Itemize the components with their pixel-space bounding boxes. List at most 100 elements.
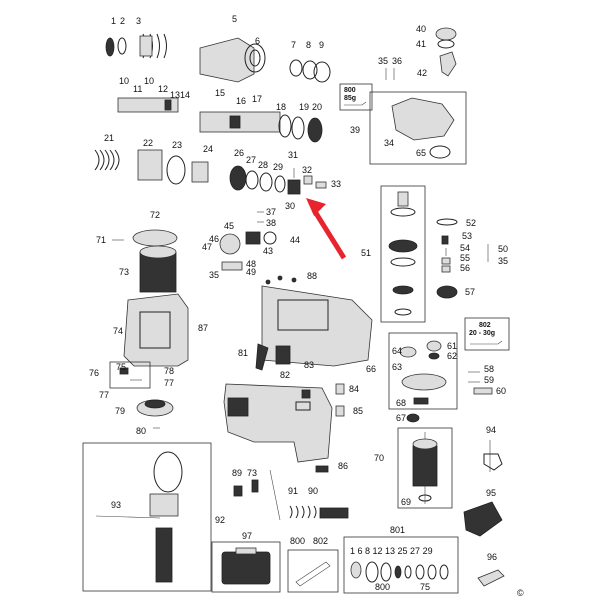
label-40: 40 bbox=[416, 24, 426, 34]
label-35-top: 35 bbox=[378, 56, 388, 66]
label-18: 18 bbox=[276, 102, 286, 112]
label-78: 78 bbox=[164, 366, 174, 376]
label-72: 72 bbox=[150, 210, 160, 220]
label-32: 32 bbox=[302, 165, 312, 175]
grease-box-802: 802 20 - 30g bbox=[464, 317, 510, 351]
label-88: 88 bbox=[307, 271, 317, 281]
label-28: 28 bbox=[258, 160, 268, 170]
grease-800-title: 800 bbox=[344, 87, 356, 94]
label-43: 43 bbox=[263, 246, 273, 256]
part-45-46-47-44-43-48-49 bbox=[219, 231, 277, 271]
copyright-mark: © bbox=[517, 588, 524, 598]
label-84: 84 bbox=[349, 384, 359, 394]
part-96-adapter bbox=[477, 569, 505, 587]
label-83: 83 bbox=[304, 360, 314, 370]
label-85: 85 bbox=[353, 406, 363, 416]
label-23: 23 bbox=[172, 140, 182, 150]
part-97-case bbox=[211, 541, 281, 593]
grease-800-sub: 85g bbox=[344, 95, 356, 102]
label-52: 52 bbox=[466, 218, 476, 228]
label-90: 90 bbox=[308, 486, 318, 496]
label-66: 66 bbox=[366, 364, 376, 374]
label-37: 37 bbox=[266, 207, 276, 217]
label-97: 97 bbox=[242, 531, 252, 541]
label-73: 73 bbox=[119, 267, 129, 277]
label-87: 87 bbox=[198, 323, 208, 333]
part-91-90-cable bbox=[269, 469, 349, 521]
label-53: 53 bbox=[462, 231, 472, 241]
label-70: 70 bbox=[374, 453, 384, 463]
part-801-kit: 1 6 8 12 13 25 27 29 800 75 bbox=[343, 536, 459, 594]
label-801: 801 bbox=[390, 525, 405, 535]
part-58-59-60 bbox=[468, 371, 493, 395]
label-31: 31 bbox=[288, 150, 298, 160]
grease-802-title: 802 bbox=[479, 322, 491, 329]
grease-802-sub: 20 - 30g bbox=[469, 330, 495, 337]
label-9: 9 bbox=[319, 40, 324, 50]
grease-box-800: 800 85g bbox=[339, 83, 373, 111]
part-30-31-32-33 bbox=[287, 168, 327, 195]
label-74: 74 bbox=[113, 326, 123, 336]
label-44: 44 bbox=[290, 235, 300, 245]
label-12: 12 bbox=[158, 84, 168, 94]
part-89-73 bbox=[233, 479, 259, 497]
label-49: 49 bbox=[246, 267, 256, 277]
label-19: 19 bbox=[299, 102, 309, 112]
highlight-arrow bbox=[306, 198, 347, 260]
label-82: 82 bbox=[280, 370, 290, 380]
label-64: 64 bbox=[392, 346, 402, 356]
label-51: 51 bbox=[361, 248, 371, 258]
label-67: 67 bbox=[396, 413, 406, 423]
part-67 bbox=[406, 413, 420, 423]
label-8: 8 bbox=[306, 40, 311, 50]
handle-body bbox=[223, 383, 333, 463]
label-91: 91 bbox=[288, 486, 298, 496]
label-62: 62 bbox=[447, 351, 457, 361]
spindle-assembly bbox=[117, 97, 323, 143]
label-39: 39 bbox=[350, 125, 360, 135]
part-83-84-85 bbox=[301, 383, 345, 417]
label-75: 75 bbox=[116, 362, 126, 372]
label-47: 47 bbox=[202, 242, 212, 252]
label-10-b: 10 bbox=[144, 76, 154, 86]
label-81: 81 bbox=[238, 348, 248, 358]
label-58: 58 bbox=[484, 364, 494, 374]
label-35-right: 35 bbox=[498, 256, 508, 266]
part-21-22-23 bbox=[94, 149, 186, 185]
part-24-26-27-28-29 bbox=[191, 161, 286, 193]
label-77-a: 77 bbox=[164, 378, 174, 388]
label-27: 27 bbox=[246, 155, 256, 165]
part-94-chuck-key bbox=[483, 440, 503, 472]
part-66-box bbox=[388, 332, 458, 410]
part-72-71-73 bbox=[112, 229, 178, 293]
label-96: 96 bbox=[487, 552, 497, 562]
label-63: 63 bbox=[392, 362, 402, 372]
label-3: 3 bbox=[136, 16, 141, 26]
label-7: 7 bbox=[291, 40, 296, 50]
label-45: 45 bbox=[224, 221, 234, 231]
label-22: 22 bbox=[143, 138, 153, 148]
kit-part-numbers: 1 6 8 12 13 25 27 29 bbox=[350, 546, 433, 556]
label-80: 80 bbox=[136, 426, 146, 436]
label-5: 5 bbox=[232, 14, 237, 24]
part-95-chuck bbox=[463, 501, 503, 537]
label-15: 15 bbox=[215, 88, 225, 98]
part-86 bbox=[315, 465, 329, 473]
part-35-36-screws bbox=[385, 68, 395, 80]
label-54: 54 bbox=[460, 243, 470, 253]
part-800-802-grease bbox=[287, 549, 339, 593]
label-94: 94 bbox=[486, 425, 496, 435]
label-59: 59 bbox=[484, 375, 494, 385]
label-13: 13 bbox=[170, 90, 180, 100]
part-1-2-3 bbox=[105, 33, 167, 59]
label-95: 95 bbox=[486, 488, 496, 498]
label-41: 41 bbox=[416, 39, 426, 49]
kit-label-800: 800 bbox=[375, 582, 390, 592]
label-1: 1 bbox=[111, 16, 116, 26]
label-33: 33 bbox=[331, 179, 341, 189]
label-24: 24 bbox=[203, 144, 213, 154]
part-70-69-armature bbox=[397, 427, 453, 509]
label-802: 802 bbox=[313, 536, 328, 546]
part-52-57 bbox=[436, 218, 458, 299]
